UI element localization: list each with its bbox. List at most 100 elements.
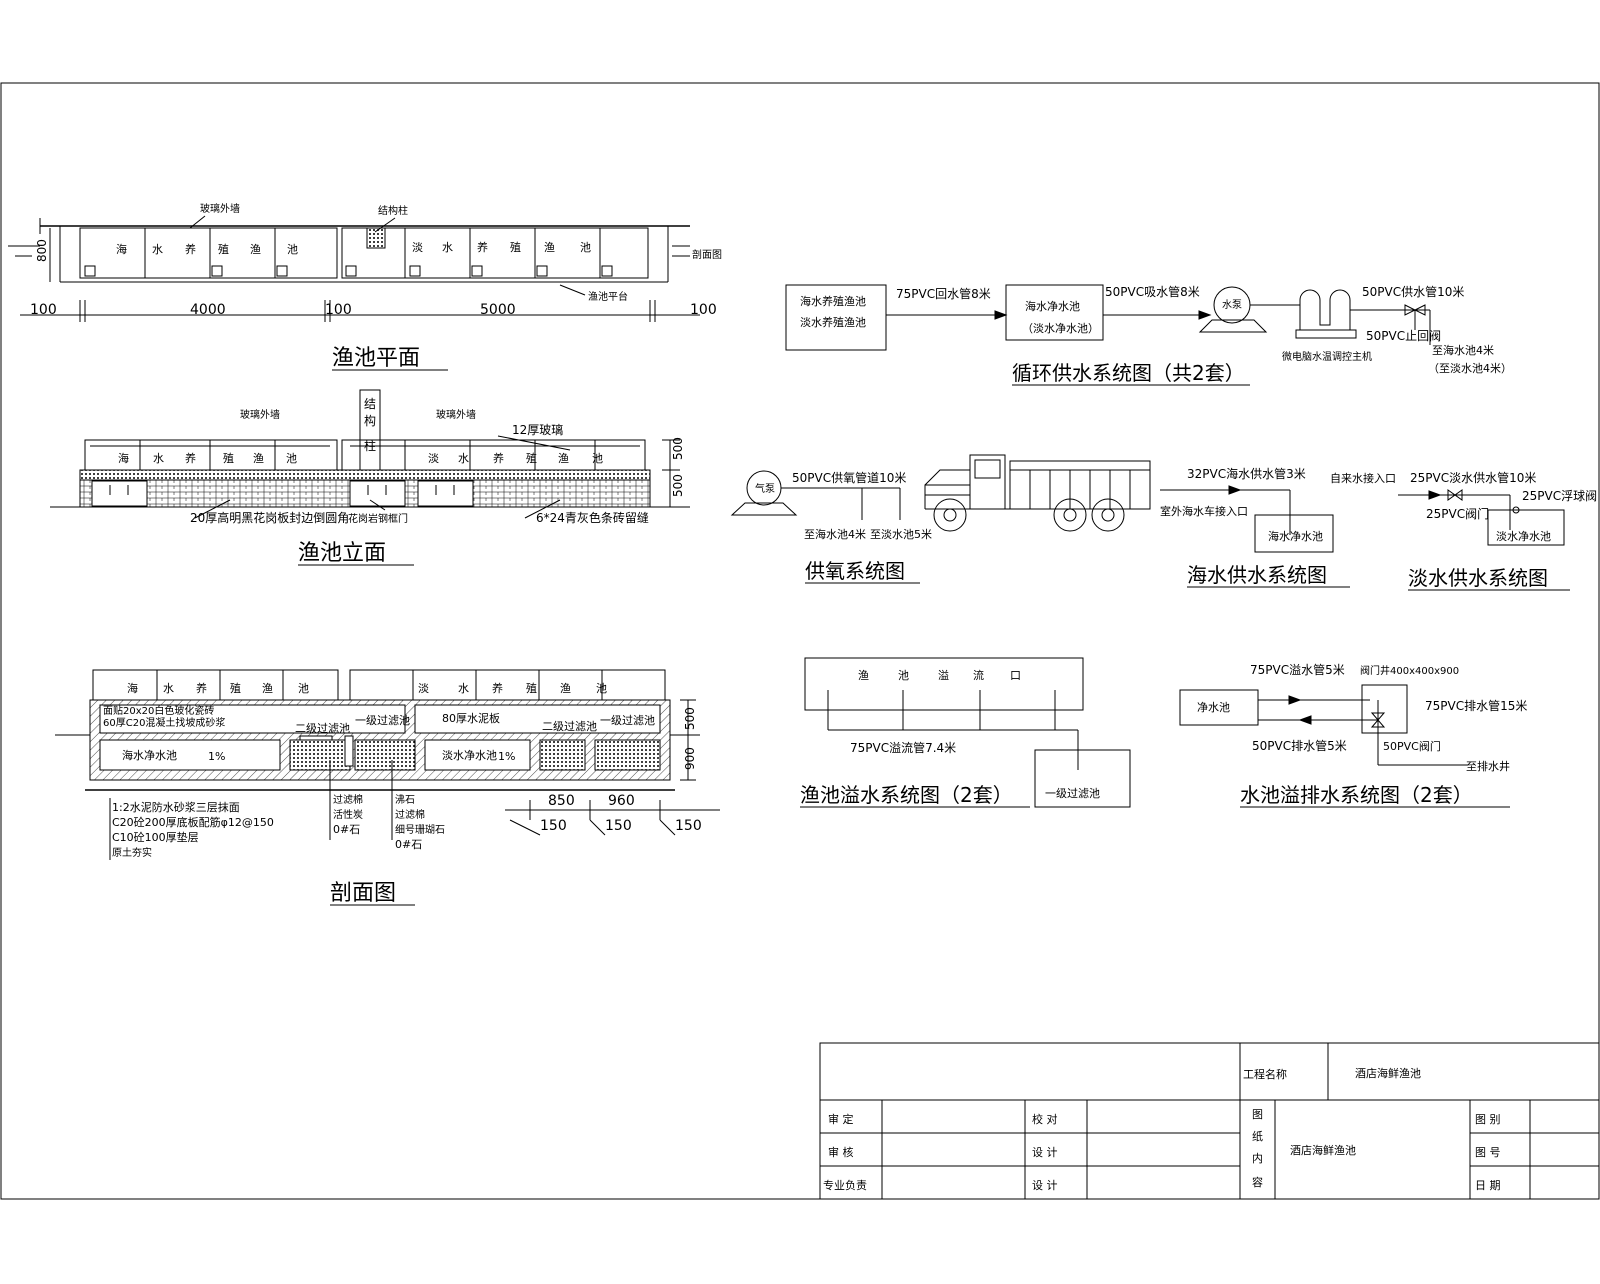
- sec-title: 剖面图: [330, 881, 396, 906]
- elev-left-char-0: 海: [118, 451, 129, 465]
- water-truck-icon: [924, 454, 1151, 532]
- sec-left-char-1: 水: [163, 682, 174, 695]
- fresh-pipe: 25PVC淡水供水管10米: [1410, 470, 1536, 485]
- tb-r3a: 专业负责: [823, 1178, 867, 1192]
- tb-content-char-2: 内: [1252, 1151, 1263, 1165]
- tb-content-value: 酒店海鲜渔池: [1290, 1143, 1356, 1157]
- seawater-diagram: 32PVC海水供水管3米 室外海水车接入口 海水净水池 海水供水系统图: [1160, 466, 1350, 588]
- sec-left-char-4: 渔: [262, 682, 273, 695]
- overflow-diagram: 渔池溢流口 75PVC溢流管7.4米 一级过滤池 渔池溢水系统图（2套）: [800, 657, 1131, 808]
- sec-left-char-3: 殖: [230, 682, 241, 695]
- sec-fright-2: 细号珊瑚石: [395, 823, 445, 836]
- elev-note-tile: 6*24青灰色条砖留缝: [536, 510, 649, 525]
- plan-glass-wall: 玻璃外墙: [200, 202, 240, 215]
- tb-cat: 图 别: [1475, 1113, 1501, 1126]
- sec-filter2-right: 二级过滤池: [542, 720, 597, 733]
- sec-fmid-1: 活性炭: [333, 808, 363, 821]
- sec-legend-3: 原土夯实: [112, 846, 152, 859]
- circ-controller: 微电脑水温调控主机: [1282, 350, 1372, 363]
- tb-r3b: 设 计: [1032, 1179, 1058, 1192]
- section-view: 海水养殖渔池 淡水养殖渔池 面贴20x20白色玻化瓷砖 60厚C20混凝土找坡成…: [55, 669, 720, 906]
- sea-title: 海水供水系统图: [1187, 563, 1327, 587]
- sec-legend-0: 1:2水泥防水砂浆三层抹面: [112, 800, 240, 814]
- circ-pump: 水泵: [1222, 299, 1242, 311]
- sea-tank: 海水净水池: [1268, 529, 1323, 543]
- oxy-to-fresh: 至淡水池5米: [870, 528, 932, 541]
- sec-legend-2: C10砼100厚垫层: [112, 830, 199, 844]
- sec-slope-right: 1%: [498, 750, 515, 763]
- fresh-tank: 淡水净水池: [1496, 529, 1551, 543]
- ovf-box-char-0: 渔: [858, 669, 869, 682]
- plan-right-char-4: 渔: [544, 241, 555, 254]
- tb-date: 日 期: [1475, 1179, 1501, 1192]
- elev-left-char-4: 渔: [253, 452, 264, 465]
- plan-right-char-3: 殖: [510, 241, 521, 254]
- sec-dim150-b: 150: [605, 818, 632, 834]
- sec-fright-3: 0#石: [395, 838, 422, 851]
- oxy-pump: 气泵: [755, 482, 775, 495]
- ovf-box-char-4: 口: [1010, 669, 1021, 682]
- ovf-tank: 一级过滤池: [1045, 787, 1100, 800]
- plan-column: 结构柱: [378, 204, 408, 217]
- circ-check-valve: 50PVC止回阀: [1366, 329, 1441, 343]
- plan-view: 玻璃外墙 结构柱 800 剖面图 渔池平台 海水养殖渔池 淡水养殖渔池 100 …: [8, 202, 722, 371]
- tb-content-char-1: 纸: [1252, 1130, 1263, 1143]
- tb-r2a: 审 核: [828, 1145, 854, 1159]
- plan-dim-4: 100: [690, 302, 717, 318]
- circ-to1: 至海水池4米: [1432, 343, 1494, 357]
- plan-right-char-0: 淡: [412, 241, 423, 254]
- sec-right-char-1: 水: [458, 682, 469, 695]
- elev-column-1: 构: [364, 413, 376, 428]
- oxy-to-sea: 至海水池4米: [804, 527, 866, 541]
- plan-title: 渔池平面: [332, 346, 420, 371]
- plan-section-mark: 剖面图: [692, 248, 722, 261]
- elev-title: 渔池立面: [298, 541, 386, 566]
- sec-slope-left: 1%: [208, 750, 225, 763]
- plan-left-char-2: 养: [185, 242, 196, 256]
- circ-box1-line-0: 海水养殖渔池: [800, 294, 866, 308]
- drain-well: 阀门井400x400x900: [1360, 664, 1459, 677]
- oxy-title: 供氧系统图: [805, 559, 905, 583]
- drain-tank: 净水池: [1197, 700, 1230, 714]
- sec-layer1: 面贴20x20白色玻化瓷砖: [103, 704, 214, 717]
- circ-pipe3: 50PVC供水管10米: [1362, 284, 1464, 299]
- elev-glass-left: 玻璃外墙: [240, 408, 280, 421]
- plan-left-char-0: 海: [116, 242, 127, 256]
- tb-r2b: 设 计: [1032, 1146, 1058, 1159]
- tb-r1a: 审 定: [828, 1112, 854, 1126]
- plan-dim-2: 100: [325, 302, 352, 318]
- fresh-valve: 25PVC阀门: [1426, 506, 1489, 521]
- elev-note-granite: 20厚高明黑花岗板封边倒圆角: [190, 510, 349, 525]
- sea-inlet: 室外海水车接入口: [1160, 504, 1248, 518]
- tb-project-value: 酒店海鲜渔池: [1355, 1066, 1421, 1080]
- tb-content-char-3: 容: [1252, 1175, 1263, 1189]
- elev-left-char-1: 水: [153, 452, 164, 465]
- sec-fmid-0: 过滤棉: [333, 793, 363, 806]
- fresh-float: 25PVC浮球阀: [1522, 489, 1597, 503]
- circ-box2-line-1: （淡水净水池）: [1022, 321, 1099, 335]
- sec-left-char-2: 养: [196, 681, 207, 695]
- elev-right-char-2: 养: [493, 451, 504, 465]
- elev-right-char-5: 池: [592, 452, 603, 465]
- elev-dim-lower: 500: [671, 474, 685, 497]
- plan-right-char-5: 池: [580, 241, 591, 254]
- circ-pipe1: 75PVC回水管8米: [896, 286, 991, 301]
- elev-right-char-0: 淡: [428, 452, 439, 465]
- elev-right-char-1: 水: [458, 452, 469, 465]
- tb-num: 图 号: [1475, 1146, 1501, 1159]
- drain-title: 水池溢排水系统图（2套）: [1240, 783, 1473, 807]
- plan-dim-1: 4000: [190, 302, 226, 318]
- elev-dim-upper: 500: [671, 437, 685, 460]
- ovf-pipe: 75PVC溢流管7.4米: [850, 740, 956, 755]
- plan-left-char-1: 水: [152, 243, 163, 256]
- elev-column-0: 结: [364, 397, 376, 411]
- elev-glass12: 12厚玻璃: [512, 423, 563, 437]
- elev-glass-right: 玻璃外墙: [436, 408, 476, 421]
- sec-slab80: 80厚水泥板: [442, 711, 500, 725]
- elev-left-char-3: 殖: [223, 452, 234, 465]
- sec-right-char-4: 渔: [560, 682, 571, 695]
- drain-pipe2: 75PVC排水管15米: [1425, 698, 1527, 713]
- oxygen-diagram: 气泵 50PVC供氧管道10米 至海水池4米 至淡水池5米 供氧系统图: [730, 470, 932, 584]
